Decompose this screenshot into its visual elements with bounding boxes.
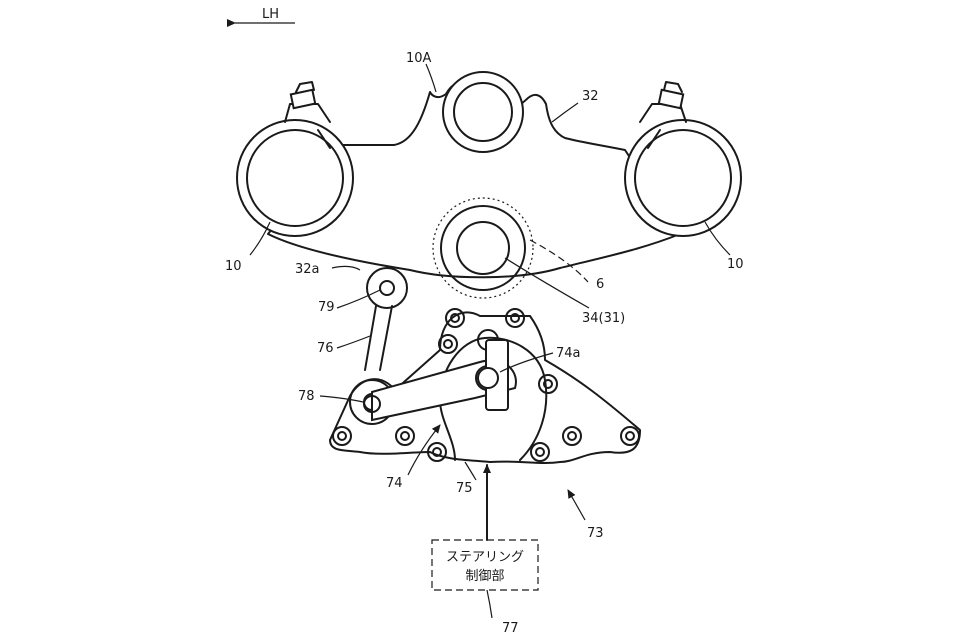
steering-stem	[432, 197, 534, 299]
controller-line1: ステアリング	[446, 550, 524, 565]
label-78: 78	[298, 389, 315, 404]
label-74a: 74a	[556, 346, 581, 361]
label-10a: 10A	[406, 51, 432, 66]
controller-line2: 制御部	[465, 569, 504, 584]
direction-label: LH	[262, 7, 279, 22]
label-32: 32	[582, 89, 599, 104]
label-10-right: 10	[727, 257, 744, 272]
label-77: 77	[502, 621, 519, 636]
right-fork-clamp	[624, 81, 742, 237]
callout-labels: 10A 32 10 10 32a 6 79 34(31) 76 74a 78 7…	[225, 51, 744, 636]
left-fork-clamp	[236, 81, 354, 237]
label-76: 76	[317, 341, 334, 356]
label-6: 6	[596, 277, 604, 292]
label-74: 74	[386, 476, 403, 491]
direction-indicator: LH	[227, 7, 295, 27]
label-73: 73	[587, 526, 604, 541]
label-32a: 32a	[295, 262, 320, 277]
label-34: 34(31)	[582, 311, 625, 326]
label-75: 75	[456, 481, 473, 496]
leader-lines	[249, 63, 731, 619]
steering-control-unit: ステアリング 制御部	[431, 539, 539, 591]
label-79: 79	[318, 300, 335, 315]
steering-arm	[363, 339, 517, 422]
base-plate	[329, 308, 641, 464]
label-10-left: 10	[225, 259, 242, 274]
top-bridge	[267, 71, 681, 279]
center-boss-inner	[453, 82, 513, 142]
